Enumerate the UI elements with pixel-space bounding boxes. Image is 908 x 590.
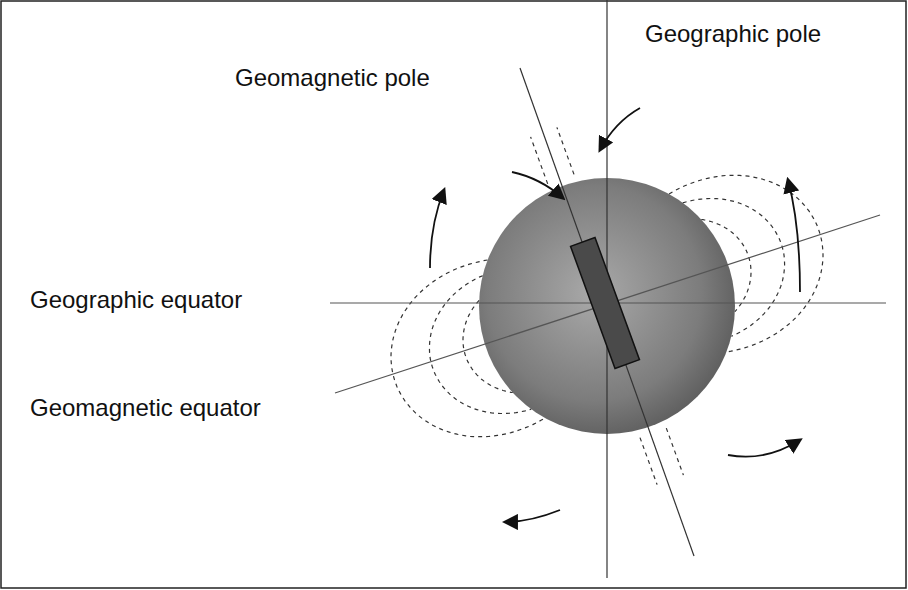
field-line [669,175,823,352]
field-line [531,137,548,184]
geomagnetic-axis [520,68,694,556]
field-line [666,428,683,475]
field-line [391,260,545,437]
field-arrow [600,108,640,150]
field-line [429,276,531,414]
axis-label: Geographic pole [643,20,823,49]
field-arrow [505,510,560,522]
axis-label: Geomagnetic equator [28,394,263,423]
field-arrow [430,190,444,268]
field-line [683,199,785,337]
bar-magnet [571,237,640,368]
field-arrows [430,108,800,522]
axis-label: Geographic equator [28,286,244,315]
axis-label: Geomagnetic pole [233,64,432,93]
field-arrow [728,440,800,457]
field-line [557,127,574,174]
field-arrow [512,172,563,198]
field-arrow [788,180,800,292]
field-line [463,300,513,392]
